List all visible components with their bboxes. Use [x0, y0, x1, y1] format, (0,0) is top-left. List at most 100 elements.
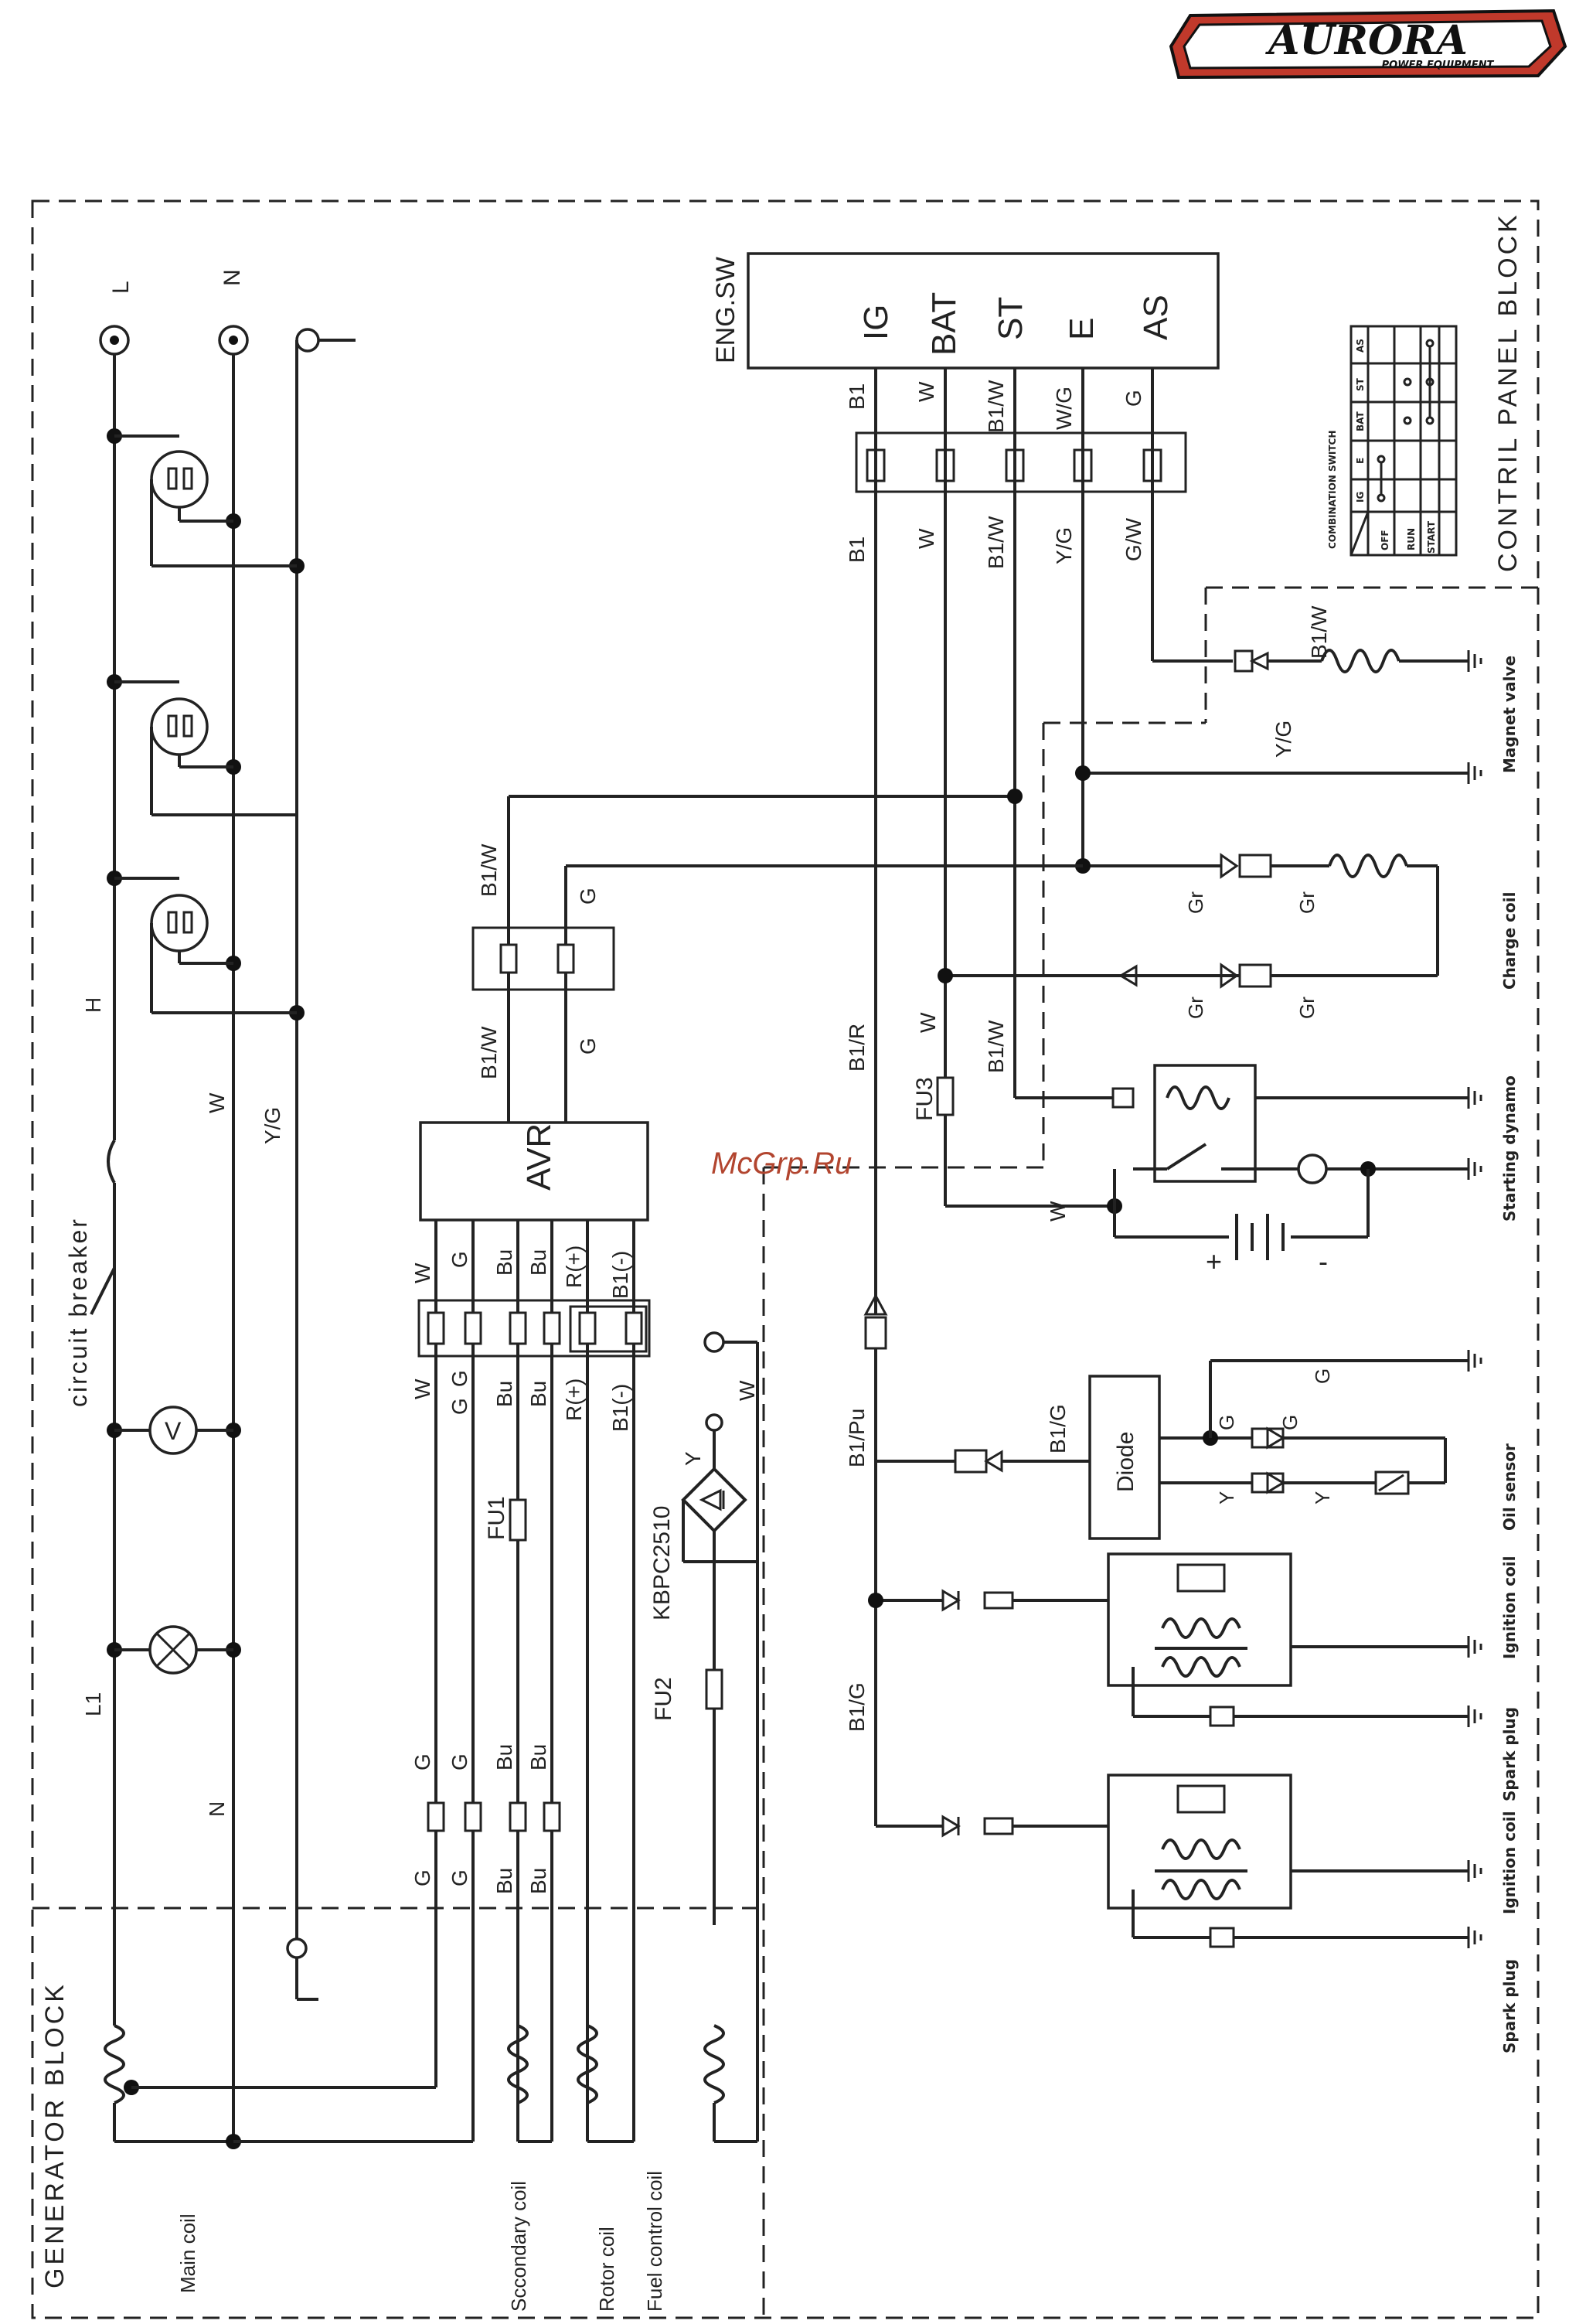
- charge-coil-label: Charge coil: [1500, 892, 1519, 990]
- label-bu-low-3: Bu: [492, 1868, 516, 1894]
- ignition-coil-2-label: Ignition coil: [1500, 1811, 1519, 1914]
- fuel-control-coil-label: Fuel control coil: [643, 2171, 666, 2312]
- label-y-diode-1: Y: [1215, 1491, 1238, 1504]
- spark-plug-2-label: Spark plug: [1500, 1959, 1519, 2053]
- label-g-top: G: [1121, 390, 1145, 407]
- label-wg-top: W/G: [1052, 387, 1076, 430]
- generator-coils: Main coil Sccondary coil Rotor coil Fuel…: [104, 1562, 759, 2312]
- outlet-l-label: L: [108, 281, 134, 294]
- label-gr-3: Gr: [1184, 997, 1207, 1019]
- label-g-diode-3: G: [1311, 1368, 1334, 1384]
- label-b1r: B1/R: [845, 1024, 869, 1072]
- comb-row-run: RUN: [1406, 528, 1417, 550]
- label-g-avr-2: G: [448, 1398, 471, 1415]
- comb-col-ig: IG: [1355, 492, 1366, 503]
- circuit-breaker-label: circuit breaker: [64, 1217, 92, 1407]
- label-g-low-3: G: [410, 1869, 434, 1886]
- label-g-avr-3: G: [448, 1370, 471, 1387]
- battery-plus: +: [1206, 1245, 1222, 1277]
- label-b1-top: B1: [845, 383, 869, 410]
- label-g-diode-2: G: [1278, 1415, 1302, 1430]
- magnet-valve-label: Magnet valve: [1500, 656, 1519, 773]
- label-b1w-mid: B1/W: [984, 516, 1008, 569]
- label-h: H: [81, 997, 105, 1013]
- generator-block-title: GENERATOR BLOCK: [40, 1982, 70, 2288]
- eng-sw-title: ENG.SW: [711, 257, 740, 363]
- outlet-n-label: N: [220, 269, 245, 286]
- label-g-low-4: G: [448, 1869, 471, 1886]
- lower-connector: G G Bu Bu G G Bu Bu: [410, 1744, 561, 1894]
- main-coil-label: Main coil: [176, 2213, 199, 2293]
- label-yg-main: Y/G: [260, 1107, 284, 1144]
- label-yg-mid: Y/G: [1052, 527, 1076, 564]
- label-b1w-avr-bottom: B1/W: [477, 1026, 501, 1079]
- label-g-low-1: G: [410, 1753, 434, 1770]
- eng-sw-terminal-bat: BAT: [925, 292, 963, 356]
- charge-coil: Y/G Gr Gr Gr Gr Charge coil: [938, 721, 1519, 1019]
- avr-unit: AVR: [419, 1121, 649, 1222]
- label-bu-low-1: Bu: [492, 1744, 516, 1770]
- logo-brand: AURORA: [1264, 17, 1468, 64]
- engine-switch: ENG.SW IG BAT ST E AS: [711, 252, 1220, 370]
- label-w-fu3: W: [916, 1012, 940, 1033]
- comb-col-as: AS: [1355, 339, 1366, 353]
- label-w-top: W: [914, 381, 938, 402]
- eng-sw-terminal-as: AS: [1137, 295, 1175, 340]
- label-b1-mid: B1: [845, 537, 869, 563]
- eng-sw-terminal-e: E: [1063, 318, 1101, 340]
- logo-tagline: POWER EQUIPMENT: [1382, 60, 1495, 71]
- avr-output-wires: W G Bu Bu R(+) B1(-) W G G Bu Bu R(+) B1…: [410, 1220, 651, 2142]
- label-b1minus-avr-1: B1(-): [608, 1251, 632, 1299]
- ground-symbols: [1467, 650, 1482, 1948]
- label-w-mid: W: [914, 528, 938, 549]
- starting-dynamo-label: Starting dynamo: [1500, 1075, 1519, 1222]
- label-bu-low-2: Bu: [526, 1744, 550, 1770]
- label-y-rect: Y: [681, 1451, 705, 1466]
- label-bu-avr-2: Bu: [526, 1249, 550, 1276]
- battery-minus: -: [1319, 1245, 1328, 1277]
- label-w-rect: W: [735, 1380, 759, 1401]
- label-g-avr-top: G: [576, 888, 600, 905]
- ignition-coil-1-label: Ignition coil: [1500, 1556, 1519, 1659]
- label-g-low-2: G: [448, 1753, 471, 1770]
- label-b1w-top: B1/W: [984, 380, 1008, 433]
- label-w-main: W: [205, 1092, 229, 1113]
- label-gw-mid: G/W: [1121, 517, 1145, 561]
- label-g-diode-1: G: [1215, 1415, 1238, 1430]
- rectifier-label: KBPC2510: [649, 1506, 675, 1620]
- label-y-diode-2: Y: [1311, 1491, 1334, 1504]
- eng-sw-terminal-ig: IG: [857, 305, 895, 340]
- fu2-label: FU2: [651, 1677, 676, 1721]
- label-yg-valve: Y/G: [1271, 721, 1295, 758]
- block-boundaries: [31, 199, 1540, 2319]
- control-panel-block-title: CONTRIL PANEL BLOCK: [1493, 212, 1523, 572]
- comb-col-bat: BAT: [1355, 411, 1366, 431]
- label-gr-2: Gr: [1295, 891, 1319, 914]
- label-b1w-valve: B1/W: [1307, 605, 1331, 659]
- label-b1g-diode: B1/G: [1046, 1404, 1070, 1453]
- eng-sw-wires: [874, 368, 1233, 1314]
- secondary-coil-label: Sccondary coil: [507, 2181, 530, 2312]
- label-gr-1: Gr: [1184, 891, 1207, 914]
- label-bu-avr-3: Bu: [492, 1381, 516, 1407]
- oil-sensor-label: Oil sensor: [1500, 1443, 1519, 1531]
- label-bu-avr-4: Bu: [526, 1381, 550, 1407]
- eng-sw-wire-labels: B1 W B1/W W/G G B1 W B1/W Y/G G/W: [845, 380, 1145, 569]
- label-w-avr-2: W: [410, 1378, 434, 1399]
- avr-label: AVR: [520, 1123, 558, 1191]
- starting-dynamo: + - W Starting dynamo FU3 W B1/W B1/R: [845, 1012, 1519, 1277]
- label-rplus-avr-2: R(+): [562, 1378, 586, 1421]
- rectifier-bridge: Y W KBPC2510 FU2: [649, 1331, 759, 1925]
- label-n-main: N: [205, 1801, 229, 1817]
- comb-switch-title: COMBINATION SWITCH: [1327, 431, 1338, 549]
- rotor-coil-label: Rotor coil: [595, 2227, 618, 2312]
- label-g-avr-1: G: [448, 1251, 471, 1268]
- output-circuit: L N: [64, 269, 356, 2142]
- label-b1pu: B1/Pu: [845, 1409, 869, 1467]
- label-rplus-avr-1: R(+): [562, 1245, 586, 1288]
- label-b1w-avr-top: B1/W: [477, 843, 501, 897]
- spark-plug-1-label: Spark plug: [1500, 1707, 1519, 1801]
- aurora-logo: AURORA POWER EQUIPMENT: [1169, 9, 1567, 80]
- label-b1minus-avr-2: B1(-): [608, 1384, 632, 1432]
